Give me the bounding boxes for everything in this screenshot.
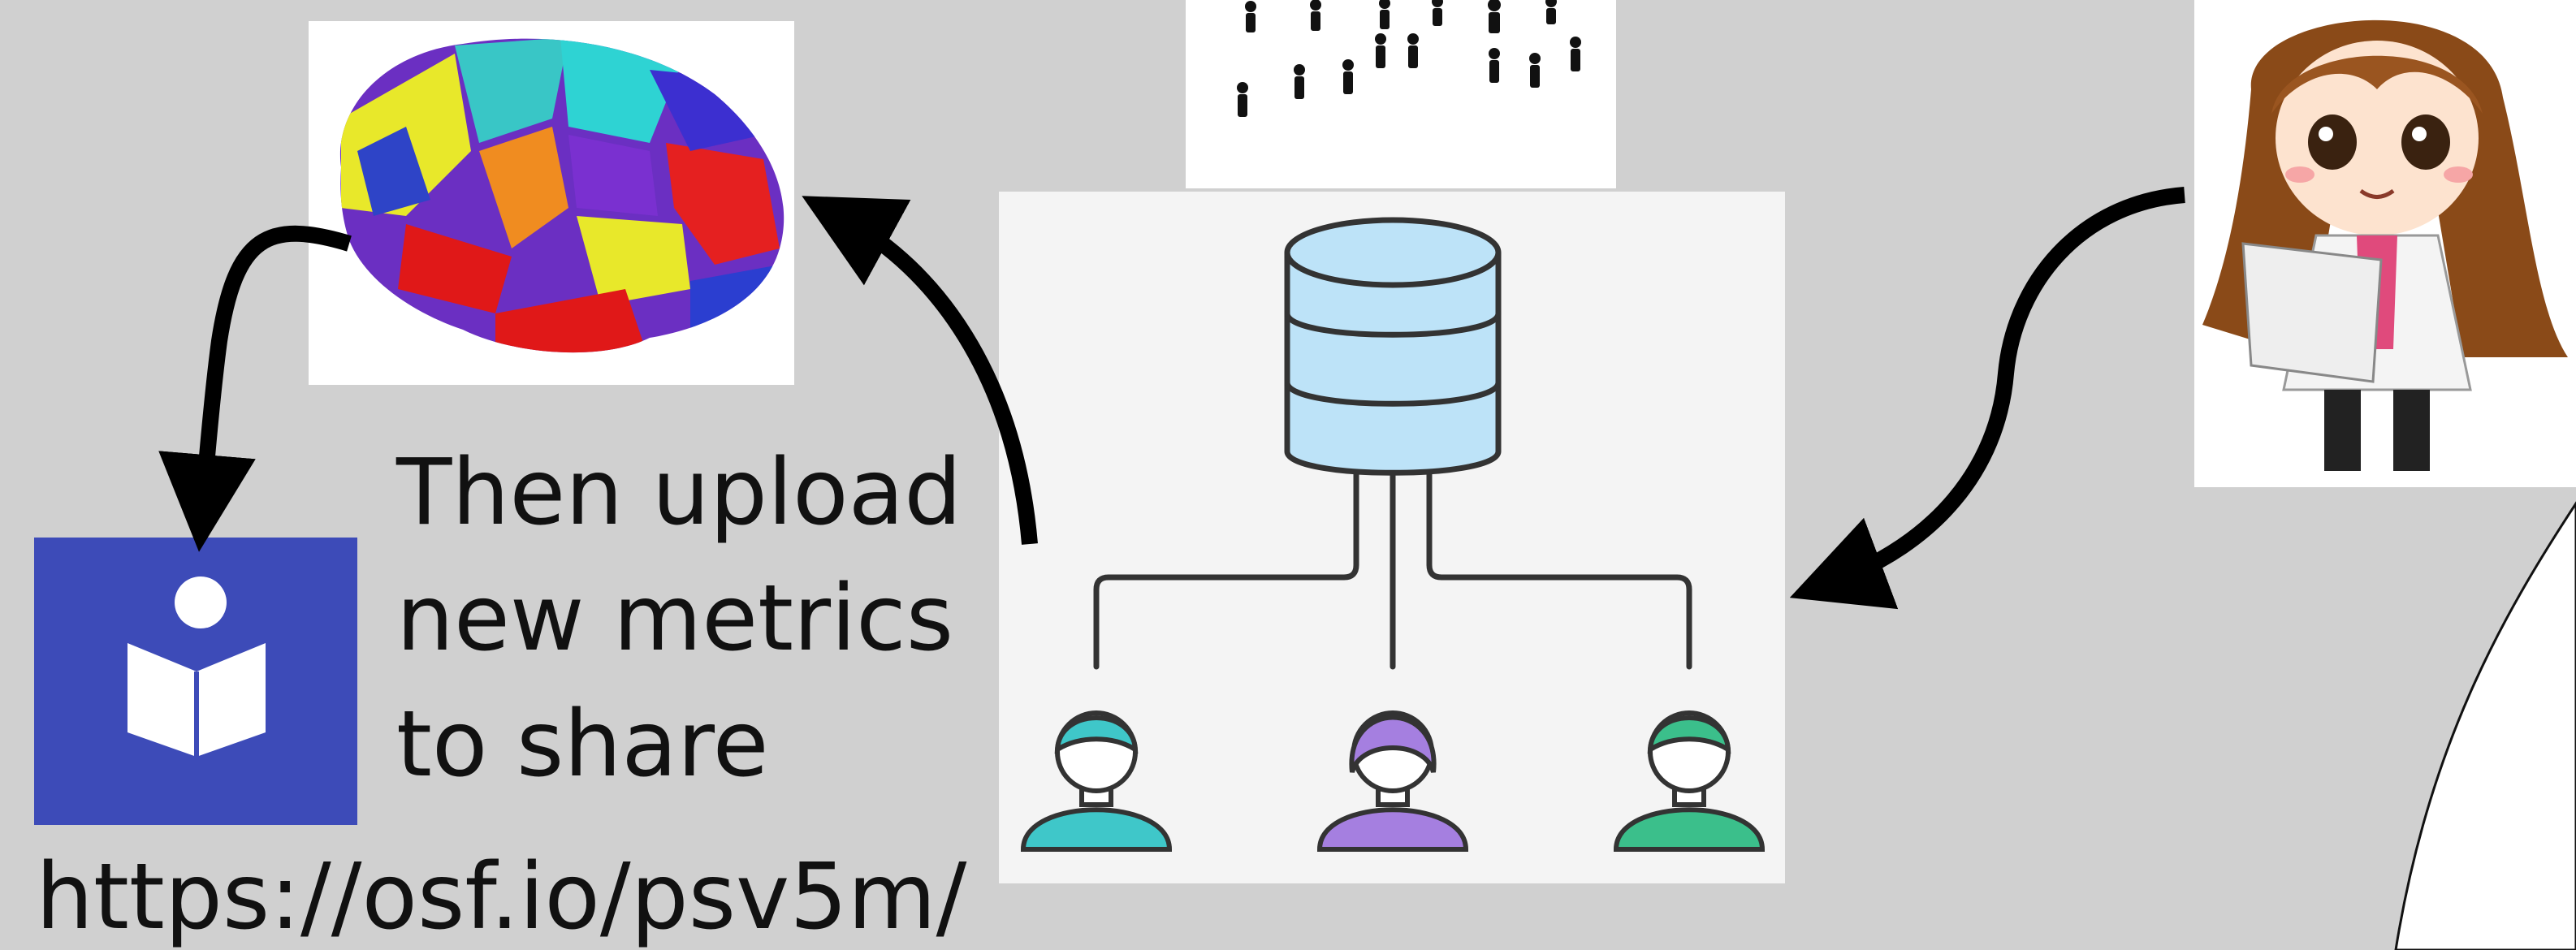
database-icon [1093,217,1692,670]
brain-image [309,21,794,385]
osf-logo-icon [128,576,266,757]
arrow-db-to-brain [802,196,1038,545]
decorative-white-curve [2394,501,2576,950]
database-sharing-image [999,192,1785,883]
user-purple-icon [1316,710,1469,852]
brain-parcellation-icon [339,38,784,353]
osf-url-link[interactable]: https://osf.io/psv5m/ [36,844,967,950]
scientist-icon [2202,19,2568,471]
user-green-icon [1613,710,1766,852]
arrow-scientist-to-db [1789,187,2185,610]
crowd-icon [1237,0,1581,117]
arrow-brain-to-osf [158,225,352,552]
caption-text: Then upload new metrics to share [396,440,962,797]
scientist-image [2194,0,2576,487]
user-teal-icon [1020,710,1173,852]
osf-logo[interactable] [34,538,357,825]
crowd-image [1186,0,1616,188]
